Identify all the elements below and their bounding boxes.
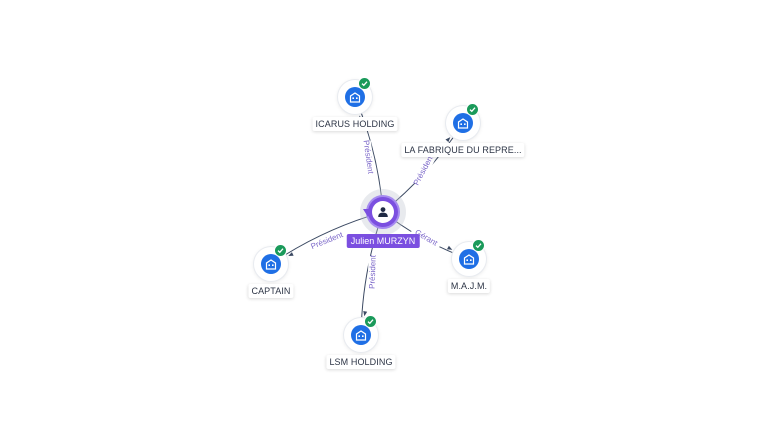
verified-check-icon [364, 315, 377, 328]
company-marker[interactable] [254, 244, 288, 281]
edge-arrow-majm [446, 245, 453, 250]
building-icon [457, 118, 469, 129]
edge-label-background [409, 225, 443, 251]
building-icon [349, 92, 361, 103]
verified-check-icon [274, 244, 287, 257]
person-icon [378, 207, 388, 217]
verified-check-icon [466, 103, 479, 116]
company-label[interactable]: ICARUS HOLDING [312, 117, 398, 131]
edge-label-background [412, 153, 436, 187]
edge-arrow-captain [288, 252, 294, 256]
edge-label-lsm: Président [368, 254, 378, 289]
company-label[interactable]: LA FABRIQUE DU REPRE... [401, 143, 525, 157]
person-marker-pointer [363, 209, 373, 217]
company-marker[interactable] [344, 315, 378, 352]
edge-arrow-fabrique [445, 137, 451, 143]
edge-label-fabrique: Président [412, 152, 436, 187]
edge-label-background [367, 255, 379, 289]
building-icon [355, 330, 367, 341]
building-icon [463, 254, 475, 265]
verified-check-icon [358, 77, 371, 90]
verified-check-icon [472, 239, 485, 252]
company-label[interactable]: LSM HOLDING [326, 355, 396, 369]
edge-label-background [310, 230, 344, 252]
edge-arrow-lsm [363, 311, 368, 317]
building-icon [265, 259, 277, 270]
person-name-label[interactable]: Julien MURZYN [346, 234, 420, 248]
company-label[interactable]: CAPTAIN [248, 284, 294, 298]
person-marker[interactable] [363, 197, 398, 227]
company-marker[interactable] [338, 77, 372, 114]
company-marker[interactable] [452, 239, 486, 276]
company-marker[interactable] [446, 103, 480, 140]
company-label[interactable]: M.A.J.M. [447, 279, 491, 293]
edge-label-background [360, 140, 376, 174]
